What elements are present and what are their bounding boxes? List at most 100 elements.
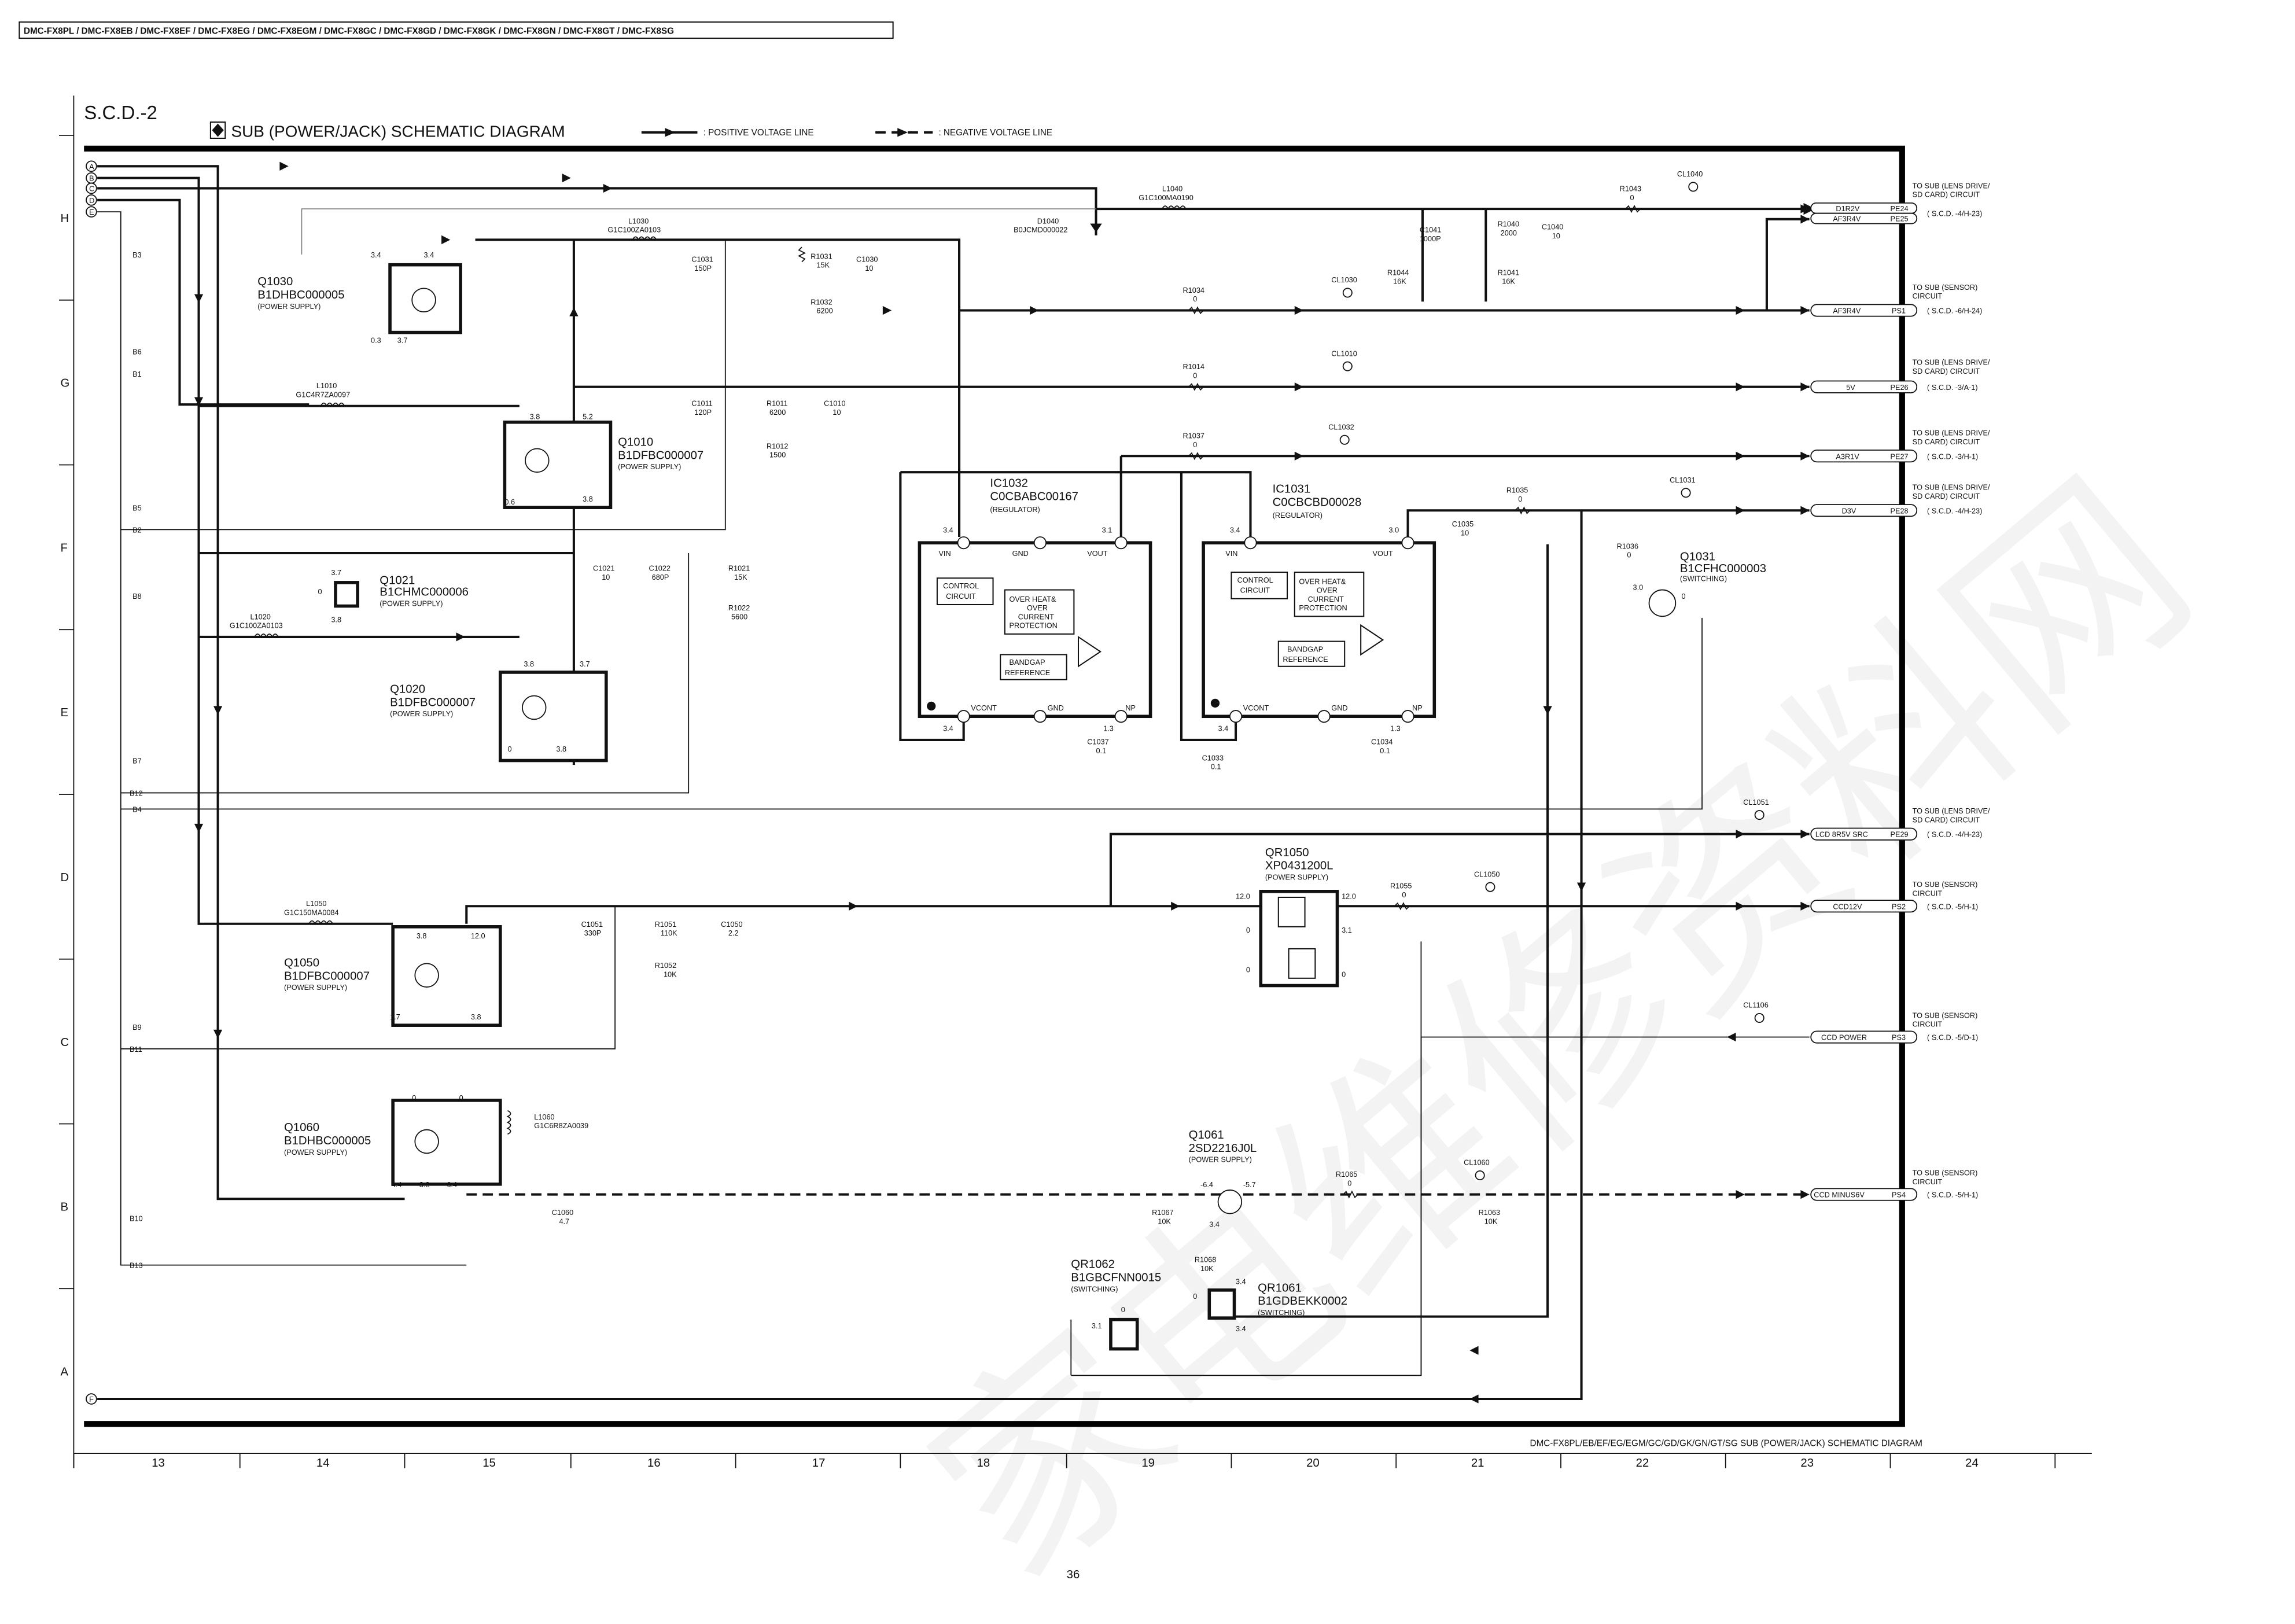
column-label: 15 — [482, 1457, 496, 1470]
label: L1060 — [534, 1113, 554, 1121]
label: 12.0 — [1342, 892, 1356, 901]
label: ( S.C.D. -4/H-23) — [1927, 506, 1982, 515]
section-id: S.C.D.-2 — [84, 102, 157, 124]
label: CL1106 — [1743, 1001, 1769, 1010]
label: TO SUB (LENS DRIVE/ — [1913, 358, 1990, 367]
label: R1022 — [728, 603, 750, 612]
label: BANDGAP — [1287, 645, 1323, 653]
label: R1014 — [1183, 362, 1204, 371]
label: R1036 — [1617, 542, 1638, 550]
label: R1031 — [811, 252, 832, 260]
port-b: B — [89, 174, 94, 183]
label: 0 — [1193, 440, 1197, 449]
label: OVER — [1317, 586, 1338, 595]
destination-note: TO SUB (SENSOR)CIRCUIT( S.C.D. -5/H-1) — [1913, 880, 1979, 911]
label: PS4 — [1892, 1191, 1906, 1199]
label: 0.1 — [1380, 746, 1390, 755]
left-label: B10 — [130, 1214, 143, 1222]
label: 0 — [1193, 294, 1197, 303]
label: D1040 — [1037, 216, 1059, 225]
label: 0 — [1681, 592, 1685, 601]
label: B1CHMC000006 — [380, 586, 469, 599]
label: IC1031 — [1273, 483, 1311, 496]
label: 0 — [1193, 1292, 1197, 1301]
label: B1DHBC000005 — [284, 1135, 371, 1147]
legend-positive: : POSITIVE VOLTAGE LINE — [703, 128, 814, 138]
label: TO SUB (SENSOR) — [1913, 1011, 1978, 1019]
label: G1C100MA0190 — [1139, 193, 1193, 202]
label: C1041 — [1420, 226, 1441, 234]
label: 0 — [1627, 551, 1631, 559]
label: 3.8 — [524, 660, 534, 668]
label: L1040 — [1162, 185, 1183, 193]
label: 680P — [652, 573, 669, 581]
row-label: E — [61, 706, 69, 719]
label: 1000P — [1420, 234, 1441, 243]
label: C1021 — [593, 564, 614, 573]
label: R1065 — [1336, 1170, 1357, 1179]
positive-arrow-icon — [665, 128, 676, 137]
label: CIRCUIT — [1913, 1020, 1943, 1029]
label: Q1030 — [257, 275, 293, 288]
label: 10K — [1200, 1264, 1214, 1273]
label: (POWER SUPPLY) — [257, 302, 321, 311]
label: -6.4 — [444, 1180, 457, 1189]
wires — [97, 161, 1815, 1404]
label: VCONT — [1243, 704, 1269, 712]
label: CURRENT — [1308, 595, 1344, 603]
label: 3.4 — [1218, 724, 1229, 733]
label: 3.4 — [424, 251, 434, 259]
label: PROTECTION — [1299, 603, 1347, 612]
label: REFERENCE — [1283, 655, 1328, 664]
model-header: DMC-FX8PL / DMC-FX8EB / DMC-FX8EF / DMC-… — [24, 26, 674, 36]
left-label: B12 — [130, 789, 143, 798]
label: SD CARD) CIRCUIT — [1913, 367, 1980, 375]
label: Q1060 — [284, 1121, 319, 1134]
label: R1055 — [1390, 882, 1412, 890]
label: R1063 — [1479, 1208, 1500, 1217]
label: CONTROL — [943, 581, 979, 590]
label: C1034 — [1371, 738, 1393, 746]
label: R1052 — [655, 961, 676, 970]
row-label: F — [61, 542, 68, 554]
label: 2000 — [1501, 229, 1517, 237]
left-label: B2 — [132, 525, 142, 534]
label: (REGULATOR) — [990, 505, 1040, 514]
label: ( S.C.D. -3/H-1) — [1927, 452, 1978, 461]
label: G1C6R8ZA0039 — [534, 1121, 588, 1130]
label: SD CARD) CIRCUIT — [1913, 815, 1980, 824]
label: 0 — [1121, 1305, 1125, 1314]
label: G1C150MA0084 — [284, 908, 339, 916]
label: 6200 — [769, 408, 786, 417]
label: 3.4 — [1236, 1324, 1246, 1333]
label: ( S.C.D. -4/H-23) — [1927, 830, 1982, 839]
row-label: D — [61, 871, 69, 884]
label: (SWITCHING) — [1680, 574, 1727, 583]
label: ( S.C.D. -5/H-1) — [1927, 1191, 1978, 1199]
label: L1030 — [628, 216, 649, 225]
label: 10 — [602, 573, 610, 581]
test-point-cl1010: CL1010 — [1331, 349, 1357, 371]
label: GND — [1048, 704, 1064, 712]
label: C1037 — [1087, 738, 1108, 746]
label: C1035 — [1452, 520, 1473, 528]
label: VIN — [1225, 549, 1237, 558]
label: 16K — [1393, 277, 1406, 286]
